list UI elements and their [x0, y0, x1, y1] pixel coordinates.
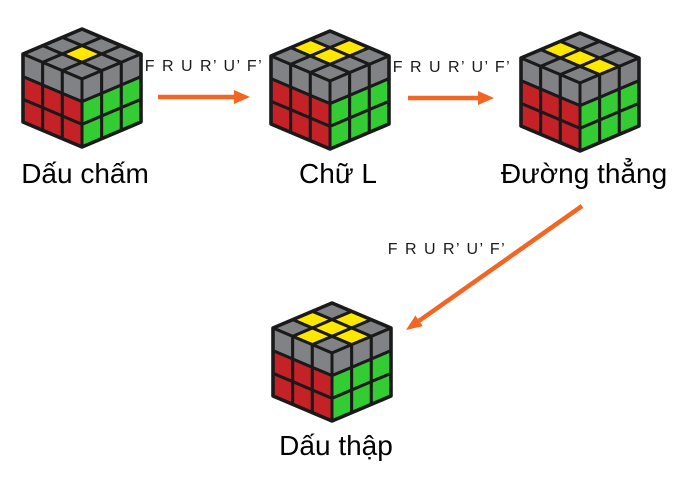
algorithm-text-2: F R U R’ U’ F’	[392, 59, 512, 76]
arrow-down-left-icon	[406, 204, 584, 330]
cube-line	[519, 31, 641, 153]
cube-label-line: Đường thẳng	[500, 158, 668, 189]
cube-dot	[21, 27, 143, 149]
cube-l-shape	[269, 29, 391, 151]
algorithm-text-1: F R U R’ U’ F’	[144, 58, 264, 75]
arrow-right-icon-1	[158, 90, 250, 104]
arrow-right-icon-2	[408, 91, 494, 105]
cube-label-l-shape: Chữ L	[299, 158, 377, 189]
cube-cross	[271, 301, 393, 423]
cube-label-dot: Dấu chấm	[21, 158, 149, 189]
cube-label-cross: Dấu thập	[279, 430, 393, 461]
algorithm-text-3: F R U R’ U’ F’	[387, 241, 507, 258]
